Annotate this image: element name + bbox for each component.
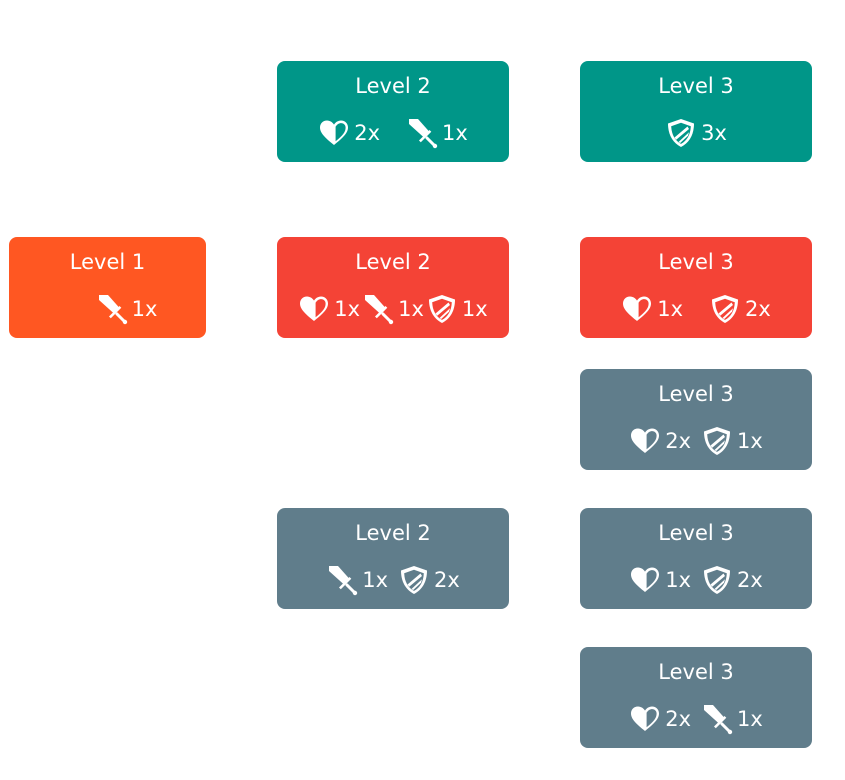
stat-count: 2x — [737, 568, 763, 592]
node-title: Level 3 — [658, 74, 734, 98]
stat-item: 1x — [96, 293, 158, 325]
stat-count: 3x — [701, 121, 727, 145]
shield-icon — [709, 293, 741, 325]
stat-item: 2x — [318, 117, 380, 149]
node-stats: 3x — [580, 115, 812, 151]
level-node: Level 2 1x 2x — [277, 508, 509, 609]
node-stats: 2x 1x — [277, 115, 509, 151]
stat-item: 1x — [362, 293, 424, 325]
stat-count: 1x — [362, 568, 388, 592]
stat-count: 2x — [745, 297, 771, 321]
heart-icon — [629, 425, 661, 457]
node-stats: 1x 2x — [580, 562, 812, 598]
sword-icon — [701, 703, 733, 735]
heart-icon — [298, 293, 330, 325]
sword-icon — [406, 117, 438, 149]
stat-count: 2x — [434, 568, 460, 592]
stat-item: 1x — [326, 564, 388, 596]
level-node: Level 2 2x 1x — [277, 61, 509, 162]
stat-count: 1x — [737, 429, 763, 453]
node-stats: 1x 2x — [580, 291, 812, 327]
stat-item: 1x — [406, 117, 468, 149]
stat-count: 2x — [354, 121, 380, 145]
node-title: Level 2 — [355, 521, 431, 545]
shield-icon — [398, 564, 430, 596]
stat-item: 2x — [398, 564, 460, 596]
node-title: Level 2 — [355, 250, 431, 274]
sword-icon — [96, 293, 128, 325]
stat-count: 2x — [665, 429, 691, 453]
stat-count: 1x — [398, 297, 424, 321]
node-title: Level 1 — [69, 250, 146, 274]
node-title: Level 2 — [355, 74, 431, 98]
shield-icon — [701, 425, 733, 457]
stat-item: 1x — [701, 425, 763, 457]
stat-count: 1x — [657, 297, 683, 321]
stat-item: 1x — [426, 293, 488, 325]
level-node: Level 1 1x — [9, 237, 206, 338]
level-node: Level 3 2x 1x — [580, 647, 812, 748]
stat-count: 1x — [737, 707, 763, 731]
heart-icon — [621, 293, 653, 325]
stat-count: 1x — [461, 297, 488, 321]
heart-icon — [629, 703, 661, 735]
level-node: Level 3 3x — [580, 61, 812, 162]
node-title: Level 3 — [658, 382, 734, 406]
stat-item: 2x — [629, 703, 691, 735]
heart-icon — [629, 564, 661, 596]
stat-count: 2x — [665, 707, 691, 731]
stat-item: 3x — [665, 117, 727, 149]
node-title: Level 3 — [658, 250, 734, 274]
stat-item: 2x — [629, 425, 691, 457]
level-node: Level 2 1x 1x 1x — [277, 237, 509, 338]
node-title: Level 3 — [658, 660, 734, 684]
sword-icon — [362, 293, 394, 325]
stat-item: 1x — [629, 564, 691, 596]
shield-icon — [665, 117, 697, 149]
stat-count: 1x — [665, 568, 691, 592]
node-stats: 1x 1x 1x — [277, 291, 509, 327]
shield-icon — [426, 293, 458, 325]
level-node: Level 3 2x 1x — [580, 369, 812, 470]
node-title: Level 3 — [658, 521, 734, 545]
level-node: Level 3 1x 2x — [580, 508, 812, 609]
stat-item: 2x — [709, 293, 771, 325]
stat-item: 1x — [701, 703, 763, 735]
node-stats: 2x 1x — [580, 701, 812, 737]
heart-icon — [318, 117, 350, 149]
sword-icon — [326, 564, 358, 596]
stat-item: 2x — [701, 564, 763, 596]
stat-item: 1x — [621, 293, 683, 325]
stat-count: 1x — [131, 297, 158, 321]
node-stats: 1x 2x — [277, 562, 509, 598]
node-stats: 2x 1x — [580, 423, 812, 459]
stat-item: 1x — [298, 293, 360, 325]
stat-count: 1x — [334, 297, 361, 321]
stat-count: 1x — [442, 121, 468, 145]
level-node: Level 3 1x 2x — [580, 237, 812, 338]
node-stats: 1x — [9, 291, 206, 327]
shield-icon — [701, 564, 733, 596]
